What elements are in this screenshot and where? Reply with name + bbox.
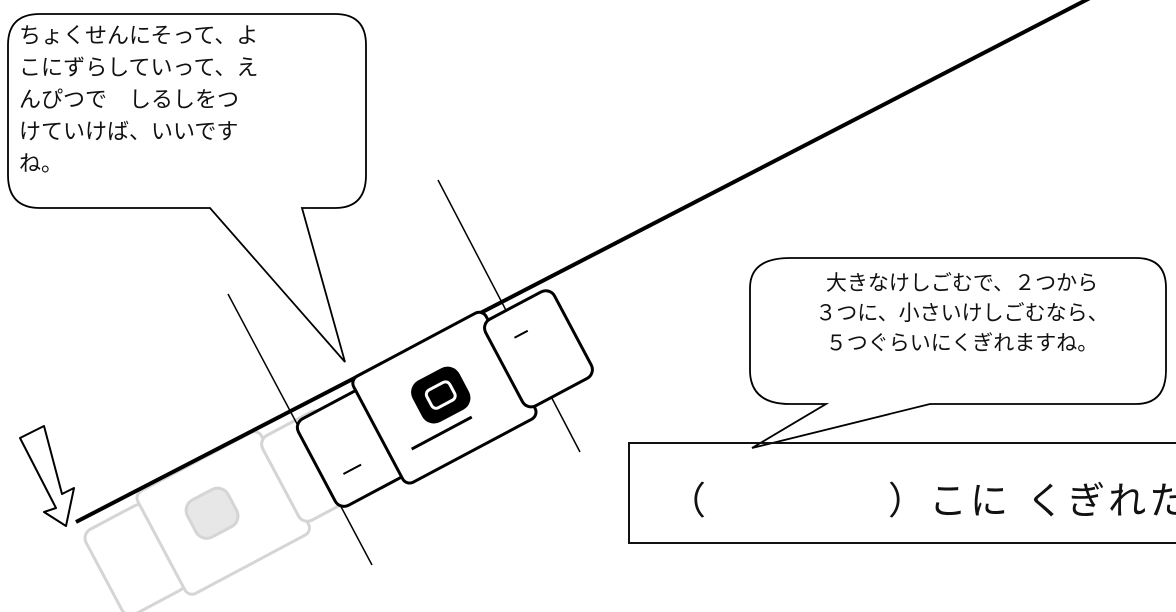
bubble-left-line: こにずらしていって、え bbox=[19, 56, 259, 81]
bubble-left-line: ね。 bbox=[19, 152, 64, 177]
bubble-left-line: んぴつで しるしをつ bbox=[19, 88, 240, 113]
answer-text: ）こに くぎれた bbox=[888, 479, 1176, 523]
speech-bubble-left bbox=[7, 13, 367, 363]
answer-open-paren: （ bbox=[668, 479, 707, 523]
bubble-right-text: 大きなけしごむで、２つから ３つに、小さいけしごむなら、 ５つぐらいにくぎれます… bbox=[772, 268, 1152, 358]
bubble-right-line: ３つに、小さいけしごむなら、 bbox=[815, 301, 1109, 325]
straight-line bbox=[75, 0, 1091, 524]
bubble-right-line: 大きなけしごむで、２つから bbox=[825, 271, 1099, 295]
bubble-left-text: ちょくせんにそって、よ こにずらしていって、え んぴつで しるしをつ けていけば… bbox=[19, 21, 359, 181]
bubble-left-line: けていけば、いいです bbox=[19, 120, 239, 145]
bubble-left-line: ちょくせんにそって、よ bbox=[19, 24, 259, 49]
bubble-right-line: ５つぐらいにくぎれますね。 bbox=[825, 331, 1099, 355]
answer-box: （ ）こに くぎれた bbox=[628, 442, 1176, 544]
down-arrow-icon bbox=[19, 425, 75, 527]
eraser bbox=[295, 289, 594, 508]
speech-bubble-right bbox=[749, 257, 1167, 449]
